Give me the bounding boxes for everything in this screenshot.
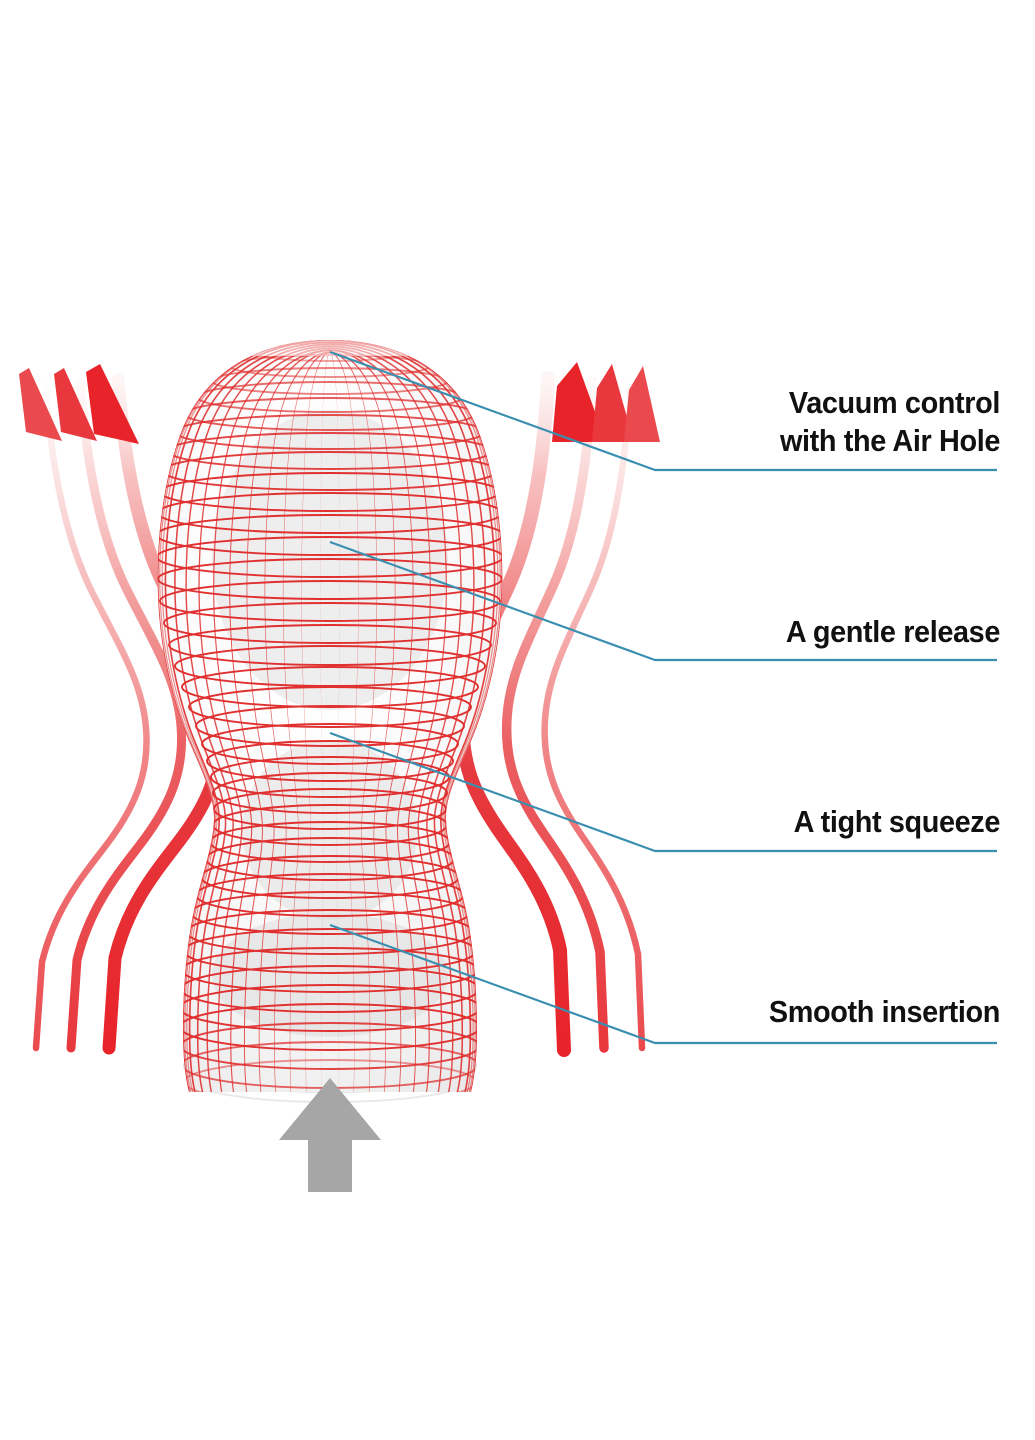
leader-line-vacuum-control bbox=[329, 350, 997, 472]
squeeze-direction-arrow bbox=[279, 1078, 381, 1192]
leader-line-tight-squeeze bbox=[329, 731, 997, 853]
airflow-line-left-2 bbox=[66, 377, 187, 1053]
airflow-arrowhead-right-2 bbox=[592, 364, 634, 442]
leader-line-gentle-release bbox=[329, 540, 997, 662]
callout-label-smooth-insertion: Smooth insertion bbox=[768, 994, 1000, 1029]
airflow-line-left-3 bbox=[32, 381, 150, 1052]
airflow-line-right-3 bbox=[541, 378, 646, 1052]
leader-line-smooth-insertion bbox=[329, 923, 997, 1045]
airflow-arrowhead-right-3 bbox=[624, 366, 660, 442]
product-body bbox=[157, 340, 503, 1092]
callout-label-tight-squeeze: A tight squeeze bbox=[793, 804, 1001, 839]
airflow-arrowhead-left-3 bbox=[19, 368, 62, 441]
airflow-arrowhead-left-1 bbox=[86, 364, 139, 444]
mesh-vertical-lines bbox=[157, 340, 503, 1092]
airflow-arrowhead-right-1 bbox=[552, 362, 606, 442]
mesh-edge-density bbox=[159, 340, 501, 1092]
callout-label-gentle-release: A gentle release bbox=[785, 614, 1000, 649]
airflow-line-right-2 bbox=[501, 375, 609, 1053]
callout-leader-lines bbox=[329, 350, 997, 1045]
callout-label-vacuum-control: Vacuum control with the Air Hole bbox=[779, 385, 1000, 458]
airflow-arrowhead-left-2 bbox=[54, 368, 97, 441]
airflow-right-group bbox=[455, 362, 660, 1057]
